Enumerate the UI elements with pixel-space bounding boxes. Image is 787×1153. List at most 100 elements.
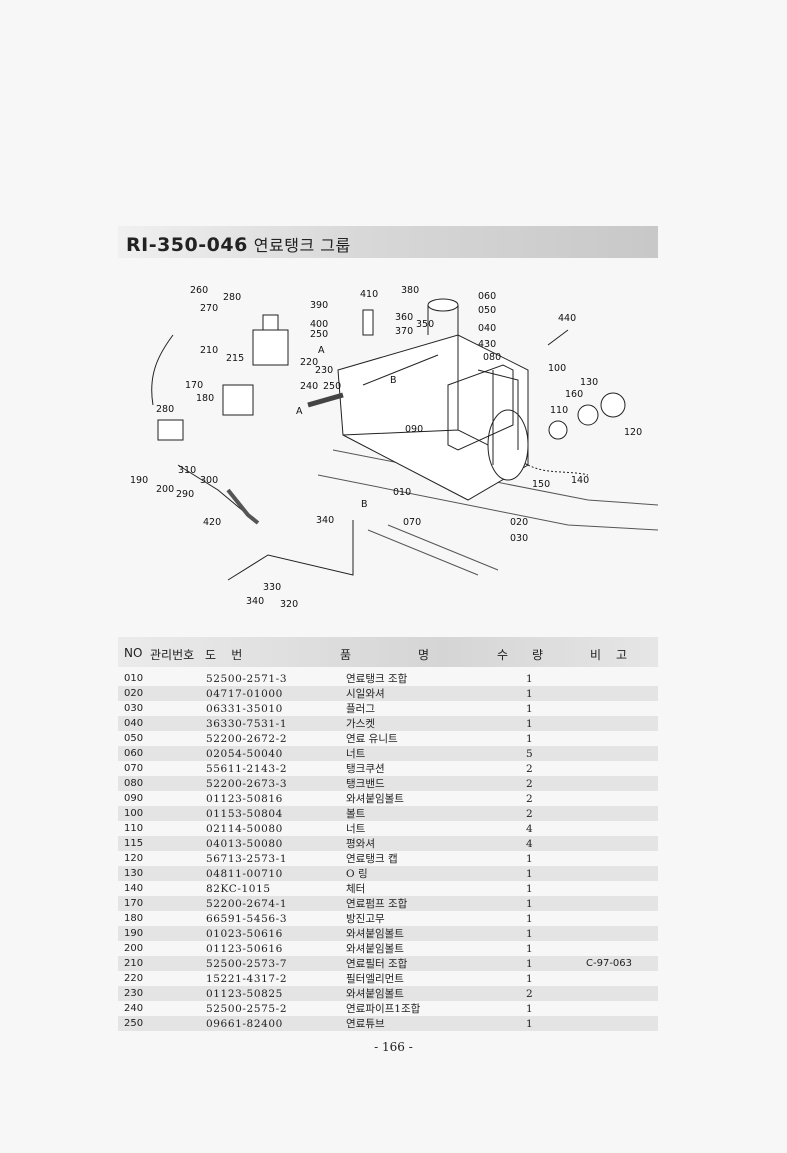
callout-label: 070 <box>403 517 421 528</box>
callout-label: 180 <box>196 393 214 404</box>
callout-label: 250 <box>323 381 341 392</box>
quantity-cell: 1 <box>526 956 586 971</box>
part-no-cell: 170 <box>118 896 206 911</box>
drawing-number-cell: 56713-2573-1 <box>206 852 288 865</box>
quantity-cell: 1 <box>526 716 586 731</box>
callout-label: 010 <box>393 487 411 498</box>
part-no-cell: 100 <box>118 806 206 821</box>
quantity-cell: 1 <box>526 926 586 941</box>
part-no-cell: 010 <box>124 673 144 684</box>
callout-label: 340 <box>246 596 264 607</box>
quantity-cell: 2 <box>526 776 586 791</box>
callout-label: 110 <box>550 405 568 416</box>
drawing-number-cell: 82KC-1015 <box>206 882 271 895</box>
drawing-number-cell: 04717-01000 <box>206 686 346 701</box>
quantity-cell: 1 <box>526 672 533 685</box>
drawing-number-cell: 52200-2672-2 <box>206 732 288 745</box>
part-no-cell: 200 <box>124 943 144 954</box>
title-bar <box>118 226 658 258</box>
part-no-cell: 080 <box>118 776 206 791</box>
drawing-number-cell: 04013-50080 <box>206 836 346 851</box>
drawing-number-cell: 01123-50816 <box>206 792 283 805</box>
quantity-cell: 4 <box>526 822 533 835</box>
remark-cell <box>586 1001 658 1016</box>
header-remark-2: 고 <box>616 648 628 662</box>
part-name-cell: 와셔붙임볼트 <box>346 943 404 955</box>
quantity-cell: 1 <box>526 912 533 925</box>
header-part-name: 품 <box>340 648 352 662</box>
drawing-number-cell: 01123-50825 <box>206 986 346 1001</box>
part-no-cell: 120 <box>124 853 144 864</box>
remark-cell <box>586 941 658 956</box>
part-no-cell: 020 <box>118 686 206 701</box>
header-part-name-2: 명 <box>418 648 430 662</box>
part-no-cell: 070 <box>124 763 144 774</box>
part-name-cell: 너트 <box>346 746 526 761</box>
callout-label: 030 <box>510 533 528 544</box>
exploded-parts-diagram: 260 280 270 390 410 380 060 050 040 360 … <box>130 285 658 610</box>
drawing-number-cell: 55611-2143-2 <box>206 762 288 775</box>
drawing-number-cell: 52500-2575-2 <box>206 1002 288 1015</box>
table-row: 010 52500-2571-3 연료탱크 조합 1 <box>118 671 658 686</box>
remark-cell <box>586 971 658 986</box>
part-name-cell: 시일와셔 <box>346 686 526 701</box>
callout-label: 040 <box>478 323 496 334</box>
part-no-cell: 140 <box>124 883 144 894</box>
callout-label: 400 <box>310 319 328 330</box>
part-name-cell: 필터엘리먼트 <box>346 973 404 985</box>
callout-label: 140 <box>571 475 589 486</box>
callout-label: 270 <box>200 303 218 314</box>
part-no-cell: 210 <box>118 956 206 971</box>
part-no-cell: 110 <box>124 823 144 834</box>
remark-cell <box>586 1016 658 1031</box>
quantity-cell: 1 <box>526 732 533 745</box>
callout-label: 250 <box>310 329 328 340</box>
remark-cell <box>586 776 658 791</box>
callout-label: 150 <box>532 479 550 490</box>
quantity-cell: 1 <box>526 942 533 955</box>
part-name-cell: 가스켓 <box>346 716 526 731</box>
callout-label: 190 <box>130 475 148 486</box>
section-name: 연료탱크 그룹 <box>253 236 351 255</box>
remark-cell <box>586 911 658 926</box>
header-management-number: 관리번호 <box>150 648 195 662</box>
callout-label: 240 <box>300 381 318 392</box>
callout-label: A <box>318 345 325 356</box>
callout-label: 310 <box>178 465 196 476</box>
callout-label: B <box>390 375 397 386</box>
callout-label: 160 <box>565 389 583 400</box>
remark-cell <box>586 881 658 896</box>
part-no-cell: 220 <box>124 973 144 984</box>
callout-label: 130 <box>580 377 598 388</box>
part-name-cell: 연료탱크 조합 <box>346 673 408 685</box>
part-name-cell: 연료탱크 캡 <box>346 853 398 865</box>
callout-label: B <box>361 499 368 510</box>
drawing-number-cell: 52500-2571-3 <box>206 672 288 685</box>
callout-label: 280 <box>223 292 241 303</box>
part-no-cell: 060 <box>118 746 206 761</box>
part-no-cell: 040 <box>118 716 206 731</box>
remark-cell <box>586 716 658 731</box>
part-no-cell: 050 <box>124 733 144 744</box>
callout-label: 280 <box>156 404 174 415</box>
drawing-number-cell: 01023-50616 <box>206 926 346 941</box>
quantity-cell: 2 <box>526 792 533 805</box>
callout-label: 350 <box>416 319 434 330</box>
page-number: - 166 - <box>374 1040 413 1054</box>
quantity-cell: 1 <box>526 896 586 911</box>
remark-cell <box>586 851 658 866</box>
